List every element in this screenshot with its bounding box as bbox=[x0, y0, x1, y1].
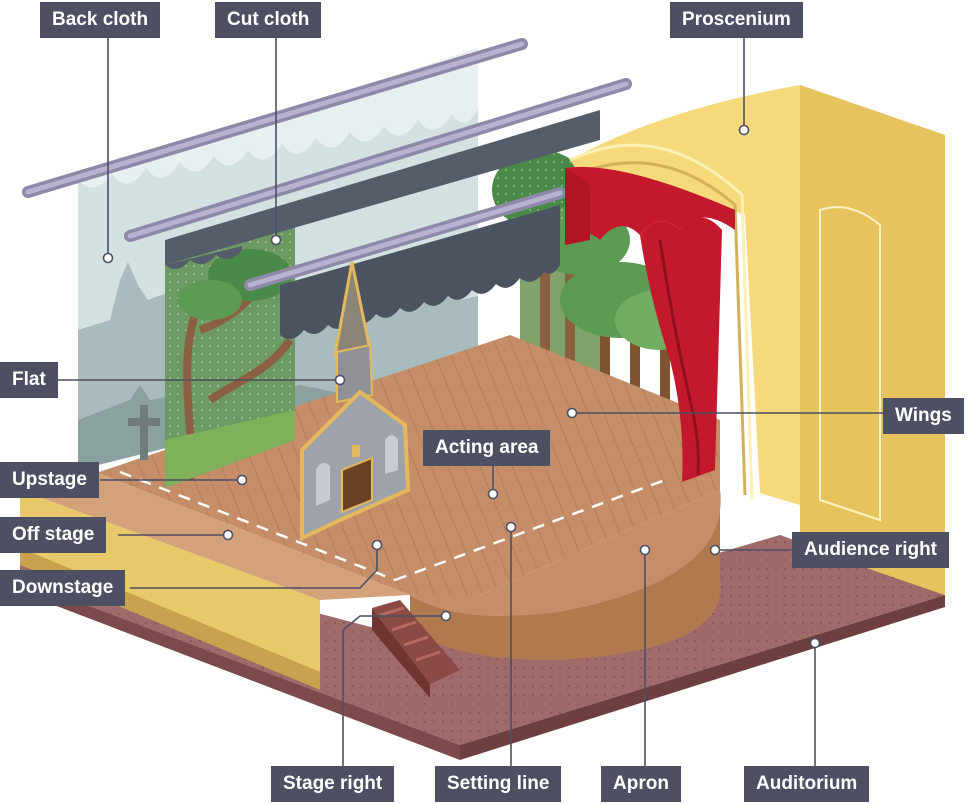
house-curtain bbox=[565, 166, 735, 482]
label-downstage: Downstage bbox=[0, 570, 126, 606]
label-setting-line: Setting line bbox=[435, 766, 562, 802]
label-cut-cloth: Cut cloth bbox=[215, 2, 322, 38]
leader-lines bbox=[48, 38, 886, 768]
label-stage-right: Stage right bbox=[271, 766, 395, 802]
battens bbox=[22, 38, 632, 291]
label-proscenium: Proscenium bbox=[670, 2, 803, 38]
label-off-stage: Off stage bbox=[0, 517, 107, 553]
leader-dots bbox=[102, 124, 821, 649]
label-upstage: Upstage bbox=[0, 462, 99, 498]
label-audience-right: Audience right bbox=[792, 532, 950, 568]
label-back-cloth: Back cloth bbox=[40, 2, 161, 38]
label-apron: Apron bbox=[601, 766, 681, 802]
label-auditorium: Auditorium bbox=[744, 766, 870, 802]
stage-steps bbox=[372, 600, 460, 698]
church-flat bbox=[300, 261, 411, 542]
label-flat: Flat bbox=[0, 362, 58, 398]
proscenium-arch bbox=[569, 85, 945, 595]
label-wings: Wings bbox=[883, 398, 964, 434]
label-acting-area: Acting area bbox=[423, 430, 551, 466]
